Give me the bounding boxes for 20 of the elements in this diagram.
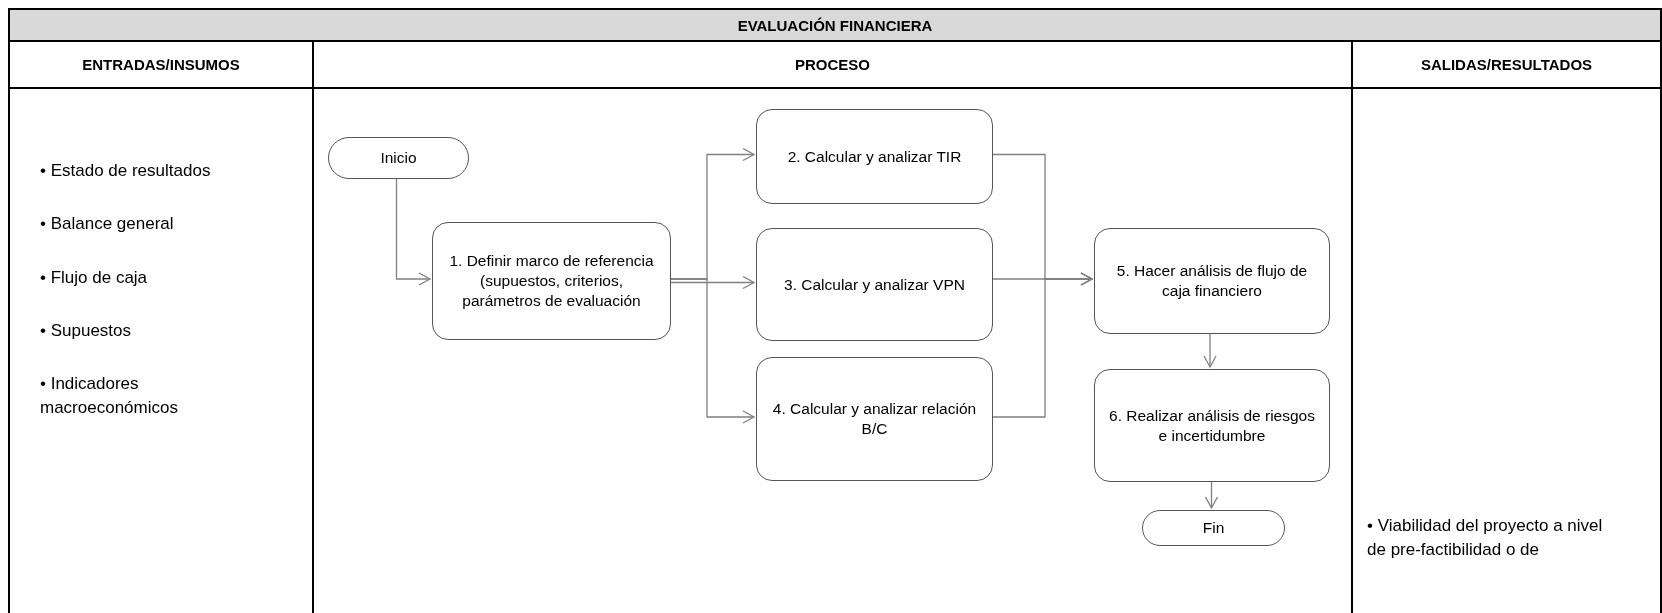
column-header: ENTRADAS/INSUMOS: [10, 42, 312, 89]
bullet-item: • Flujo de caja: [40, 267, 149, 289]
process-box: 3. Calcular y analizar VPN: [756, 228, 993, 341]
process-box: 1. Definir marco de referencia (supuestos, criterios, parámetros de evaluación: [432, 222, 671, 340]
column-header: SALIDAS/RESULTADOS: [1353, 42, 1660, 89]
table-title: EVALUACIÓN FINANCIERA: [8, 8, 1662, 42]
process-box: 6. Realizar análisis de riesgos e incertidumbre: [1094, 369, 1330, 482]
table-column: [8, 40, 314, 613]
bullet-item: • Balance general: [40, 213, 175, 235]
column-header: PROCESO: [314, 42, 1351, 89]
bullet-item: • Supuestos: [40, 320, 132, 342]
process-box: 4. Calcular y analizar relación B/C: [756, 357, 993, 481]
process-box: 5. Hacer análisis de flujo de caja financiero: [1094, 228, 1330, 334]
process-box: 2. Calcular y analizar TIR: [756, 109, 993, 204]
terminal-pill: Fin: [1142, 510, 1285, 546]
bullet-item: • Indicadores macroeconómicos: [40, 373, 179, 419]
bullet-item: • Viabilidad del proyecto a nivel de pre-factibilidad o de: [1367, 515, 1604, 561]
bullet-item: • Estado de resultados: [40, 160, 212, 182]
table-column: [1351, 40, 1662, 613]
terminal-pill: Inicio: [328, 137, 469, 179]
